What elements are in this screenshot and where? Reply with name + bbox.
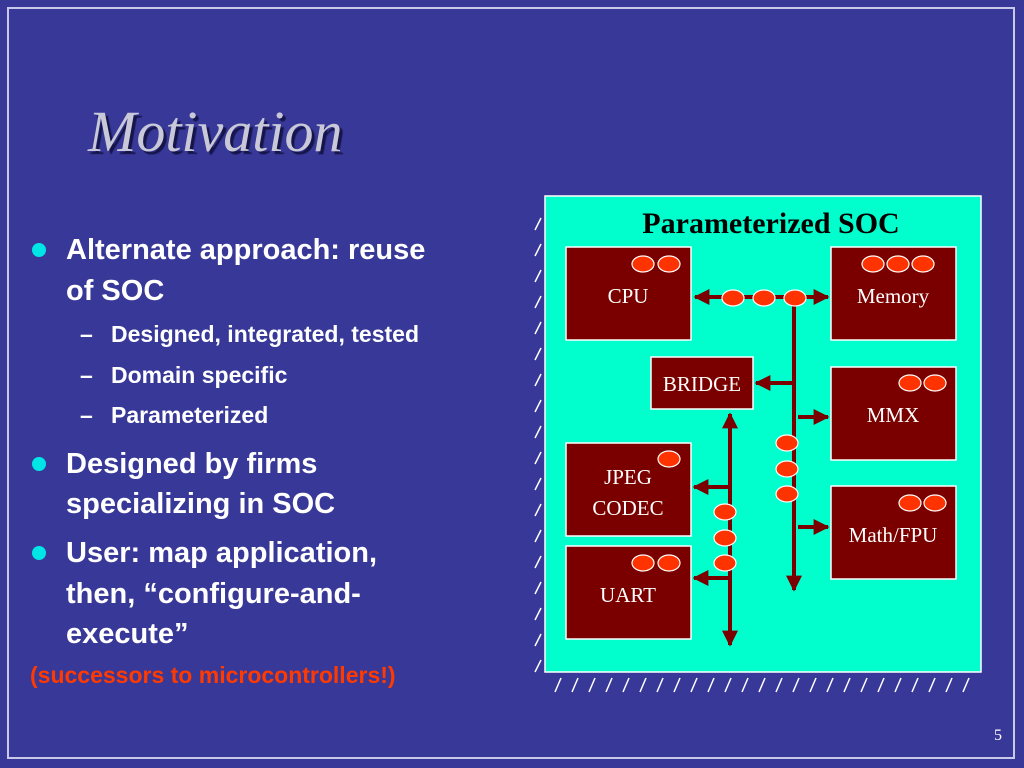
hatch-stroke	[534, 399, 542, 413]
mmx-block	[830, 366, 957, 461]
hatch-stroke	[554, 677, 562, 693]
hatch-stroke	[911, 677, 919, 693]
bullet-line: Designed by firms	[66, 448, 318, 480]
hatch-stroke	[826, 677, 834, 693]
bullet-dot	[32, 457, 46, 471]
hatch-stroke	[534, 529, 542, 543]
bullet-line: then, “configure-and-	[66, 578, 361, 610]
cpu-label: CPU	[608, 284, 649, 308]
bus-connector	[713, 529, 737, 547]
hatch-stroke	[534, 373, 542, 387]
bullet-line: User: map application,	[66, 537, 378, 569]
sub-bullet: Designed, integrated, tested	[111, 321, 420, 347]
hatch-stroke	[534, 503, 542, 517]
hatch-stroke	[534, 607, 542, 621]
hatch-stroke	[758, 677, 766, 693]
memory-connector	[911, 255, 935, 273]
bus-connector	[775, 434, 799, 452]
hatch-stroke	[673, 677, 681, 693]
microcontroller-note: (successors to microcontrollers!)	[30, 662, 396, 688]
panel-shadow-hatching	[534, 217, 970, 693]
uart-label: UART	[600, 583, 656, 607]
bus-connector	[752, 289, 776, 307]
hatch-stroke	[534, 347, 542, 361]
hatch-stroke	[534, 555, 542, 569]
hatch-stroke	[775, 677, 783, 693]
dash-marker: –	[80, 402, 93, 428]
hatch-stroke	[962, 677, 970, 693]
math-fpu-connector	[898, 494, 922, 512]
memory-connector	[886, 255, 910, 273]
hatch-stroke	[588, 677, 596, 693]
hatch-stroke	[534, 633, 542, 647]
hatch-stroke	[534, 295, 542, 309]
memory-connector	[861, 255, 885, 273]
bus-connector	[775, 460, 799, 478]
hatch-stroke	[622, 677, 630, 693]
bullet-line: Alternate approach: reuse	[66, 234, 426, 266]
sub-bullet: Parameterized	[111, 402, 269, 428]
page-number: 5	[994, 727, 1002, 744]
hatch-stroke	[860, 677, 868, 693]
hatch-stroke	[656, 677, 664, 693]
hatch-stroke	[724, 677, 732, 693]
jpeg-label: JPEG	[604, 465, 652, 489]
dash-marker: –	[80, 321, 93, 347]
hatch-stroke	[534, 451, 542, 465]
hatch-stroke	[690, 677, 698, 693]
hatch-stroke	[792, 677, 800, 693]
mmx-connector	[923, 374, 947, 392]
mmx-connector	[898, 374, 922, 392]
math-fpu-connector	[923, 494, 947, 512]
cpu-connector	[657, 255, 681, 273]
bullet-line: execute”	[66, 618, 189, 650]
bus-connector	[721, 289, 745, 307]
bullet-line: specializing in SOC	[66, 488, 336, 520]
hatch-stroke	[843, 677, 851, 693]
cpu-connector	[631, 255, 655, 273]
uart-connector	[631, 554, 655, 572]
hatch-stroke	[877, 677, 885, 693]
bullet-dot	[32, 243, 46, 257]
bullet-line: of SOC	[66, 275, 165, 307]
hatch-stroke	[534, 425, 542, 439]
hatch-stroke	[894, 677, 902, 693]
bus-connector	[713, 554, 737, 572]
slide-title: Motivation	[88, 99, 343, 164]
slide-frame	[7, 7, 1015, 759]
bridge-label: BRIDGE	[663, 372, 741, 396]
dash-marker: –	[80, 362, 93, 388]
mmx-label: MMX	[867, 403, 920, 427]
hatch-stroke	[534, 269, 542, 283]
bus-connector	[783, 289, 807, 307]
hatch-stroke	[928, 677, 936, 693]
sub-bullet: Domain specific	[111, 362, 288, 388]
hatch-stroke	[534, 477, 542, 491]
hatch-stroke	[945, 677, 953, 693]
hatch-stroke	[571, 677, 579, 693]
hatch-stroke	[534, 321, 542, 335]
uart-connector	[657, 554, 681, 572]
bus-connector	[713, 503, 737, 521]
hatch-stroke	[534, 217, 542, 231]
math-fpu-label: Math/FPU	[849, 523, 938, 547]
hatch-stroke	[809, 677, 817, 693]
hatch-stroke	[605, 677, 613, 693]
codec-label: CODEC	[592, 496, 663, 520]
bridge-block	[650, 356, 754, 410]
hatch-stroke	[534, 659, 542, 673]
hatch-stroke	[741, 677, 749, 693]
hatch-stroke	[707, 677, 715, 693]
hatch-stroke	[534, 581, 542, 595]
diagram-title: Parameterized SOC	[642, 207, 899, 240]
bus-connector	[775, 485, 799, 503]
jpeg-connector	[657, 450, 681, 468]
hatch-stroke	[639, 677, 647, 693]
memory-label: Memory	[857, 284, 930, 308]
bullet-dot	[32, 546, 46, 560]
hatch-stroke	[534, 243, 542, 257]
jpeg-codec-block	[565, 442, 692, 537]
